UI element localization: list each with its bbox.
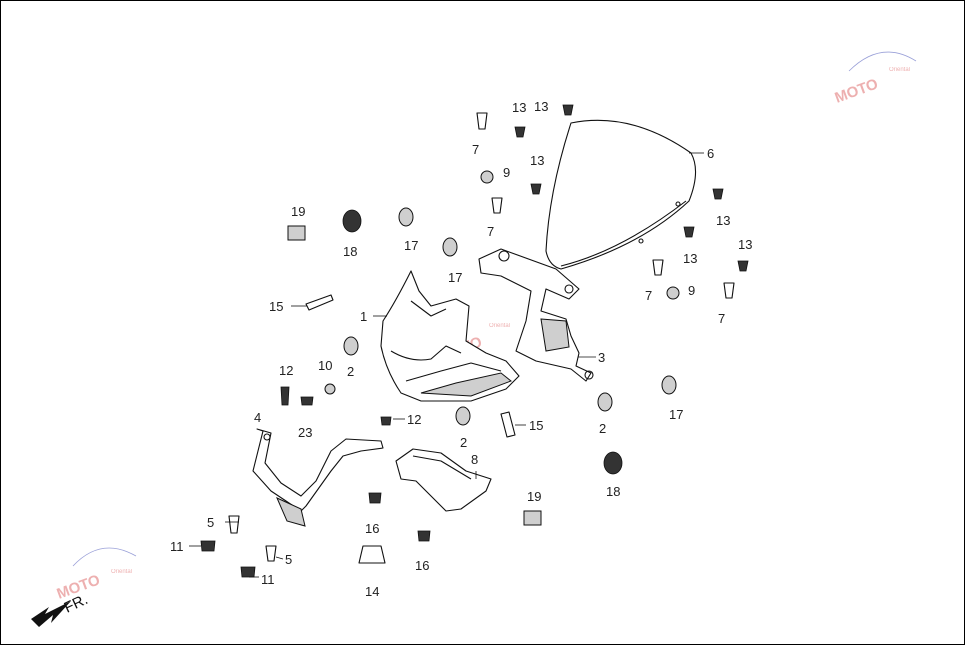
fasteners [200,104,749,578]
callout-13: 13 [512,100,526,115]
watermark-top-right: MOTO Oriental [833,51,917,107]
callout-13: 13 [534,99,548,114]
callout-5: 5 [285,552,292,567]
callout-13: 13 [683,251,697,266]
callout-7: 7 [487,224,494,239]
callout-17: 17 [448,270,462,285]
callout-14: 14 [365,584,379,599]
callout-6: 6 [707,146,714,161]
svg-text:Oriental: Oriental [489,323,510,329]
watermark-bottom-left: MOTO Oriental [55,547,137,603]
callout-4: 4 [254,410,261,425]
callout-16: 16 [415,558,429,573]
callout-15: 15 [529,418,543,433]
callout-7: 7 [472,142,479,157]
callout-9: 9 [688,283,695,298]
callout-18: 18 [606,484,620,499]
callout-2: 2 [460,435,467,450]
callout-1: 1 [360,309,367,324]
lower-bracket-part-4 [252,428,384,527]
callout-10: 10 [318,358,332,373]
svg-text:MOTO: MOTO [833,75,881,106]
callout-7: 7 [645,288,652,303]
callout-3: 3 [598,350,605,365]
callout-11: 11 [261,572,275,587]
callout-2: 2 [599,421,606,436]
callout-labels: 1 2 2 2 3 4 5 5 6 7 7 7 7 8 9 9 10 11 11… [170,99,752,599]
callout-16: 16 [365,521,379,536]
front-cowl-part-1 [380,270,520,402]
callout-13: 13 [530,153,544,168]
inner-plate-part-8 [395,448,492,512]
svg-text:Oriental: Oriental [111,569,132,575]
windscreen-part-6 [545,119,697,270]
cowl-stay-part-3 [478,248,594,382]
callout-11: 11 [170,539,184,554]
svg-text:Oriental: Oriental [889,67,910,73]
callout-18: 18 [343,244,357,259]
leader-lines [189,152,704,578]
callout-12: 12 [279,363,293,378]
callout-19: 19 [291,204,305,219]
callout-15: 15 [269,299,283,314]
callout-9: 9 [503,165,510,180]
callout-5: 5 [207,515,214,530]
callout-17: 17 [669,407,683,422]
callout-13: 13 [738,237,752,252]
callout-2: 2 [347,364,354,379]
callout-8: 8 [471,452,478,467]
callout-17: 17 [404,238,418,253]
callout-13: 13 [716,213,730,228]
callout-12: 12 [407,412,421,427]
callout-7: 7 [718,311,725,326]
callout-23: 23 [298,425,312,440]
callout-19: 19 [527,489,541,504]
